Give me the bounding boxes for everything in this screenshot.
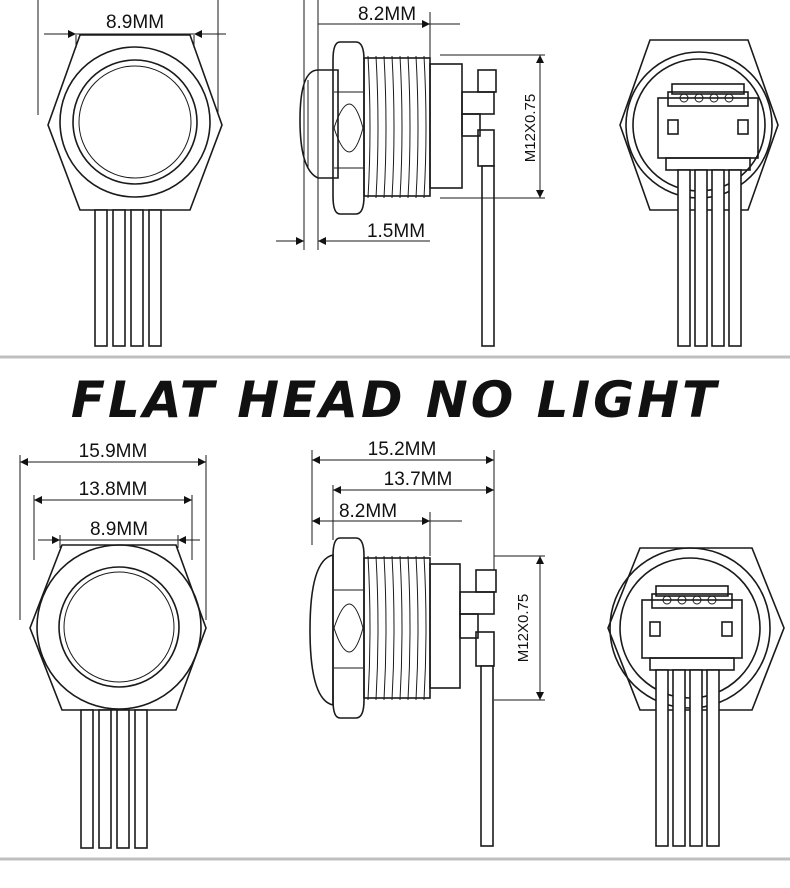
bottom-front-inner-label: 8.9MM <box>90 519 148 540</box>
bottom-front-middle-label: 13.8MM <box>79 479 148 500</box>
top-back-view <box>619 39 779 347</box>
bottom-side-body-label: 13.7MM <box>384 469 453 490</box>
top-side-view: 8.2MM 1.5MM M12X0.75 <box>276 0 545 347</box>
top-side-flange-label: 1.5MM <box>367 221 425 242</box>
top-side-length-label: 8.2MM <box>358 4 416 25</box>
bottom-thread-label: M12X0.75 <box>515 594 532 662</box>
bottom-side-thread-length-label: 8.2MM <box>339 501 397 522</box>
bottom-side-total-label: 15.2MM <box>368 439 437 460</box>
top-thread-label: M12X0.75 <box>522 94 539 162</box>
section-title: FLAT HEAD NO LIGHT <box>70 371 720 429</box>
bottom-front-view: 15.9MM 13.8MM 8.9MM <box>19 441 207 849</box>
top-front-view: 8.9MM <box>37 0 226 347</box>
bottom-front-outer-label: 15.9MM <box>79 441 148 462</box>
bottom-back-view <box>607 547 785 847</box>
top-front-diameter-label: 8.9MM <box>106 12 164 33</box>
bottom-side-view: 15.2MM 13.7MM 8.2MM M12X0.75 <box>309 439 545 847</box>
